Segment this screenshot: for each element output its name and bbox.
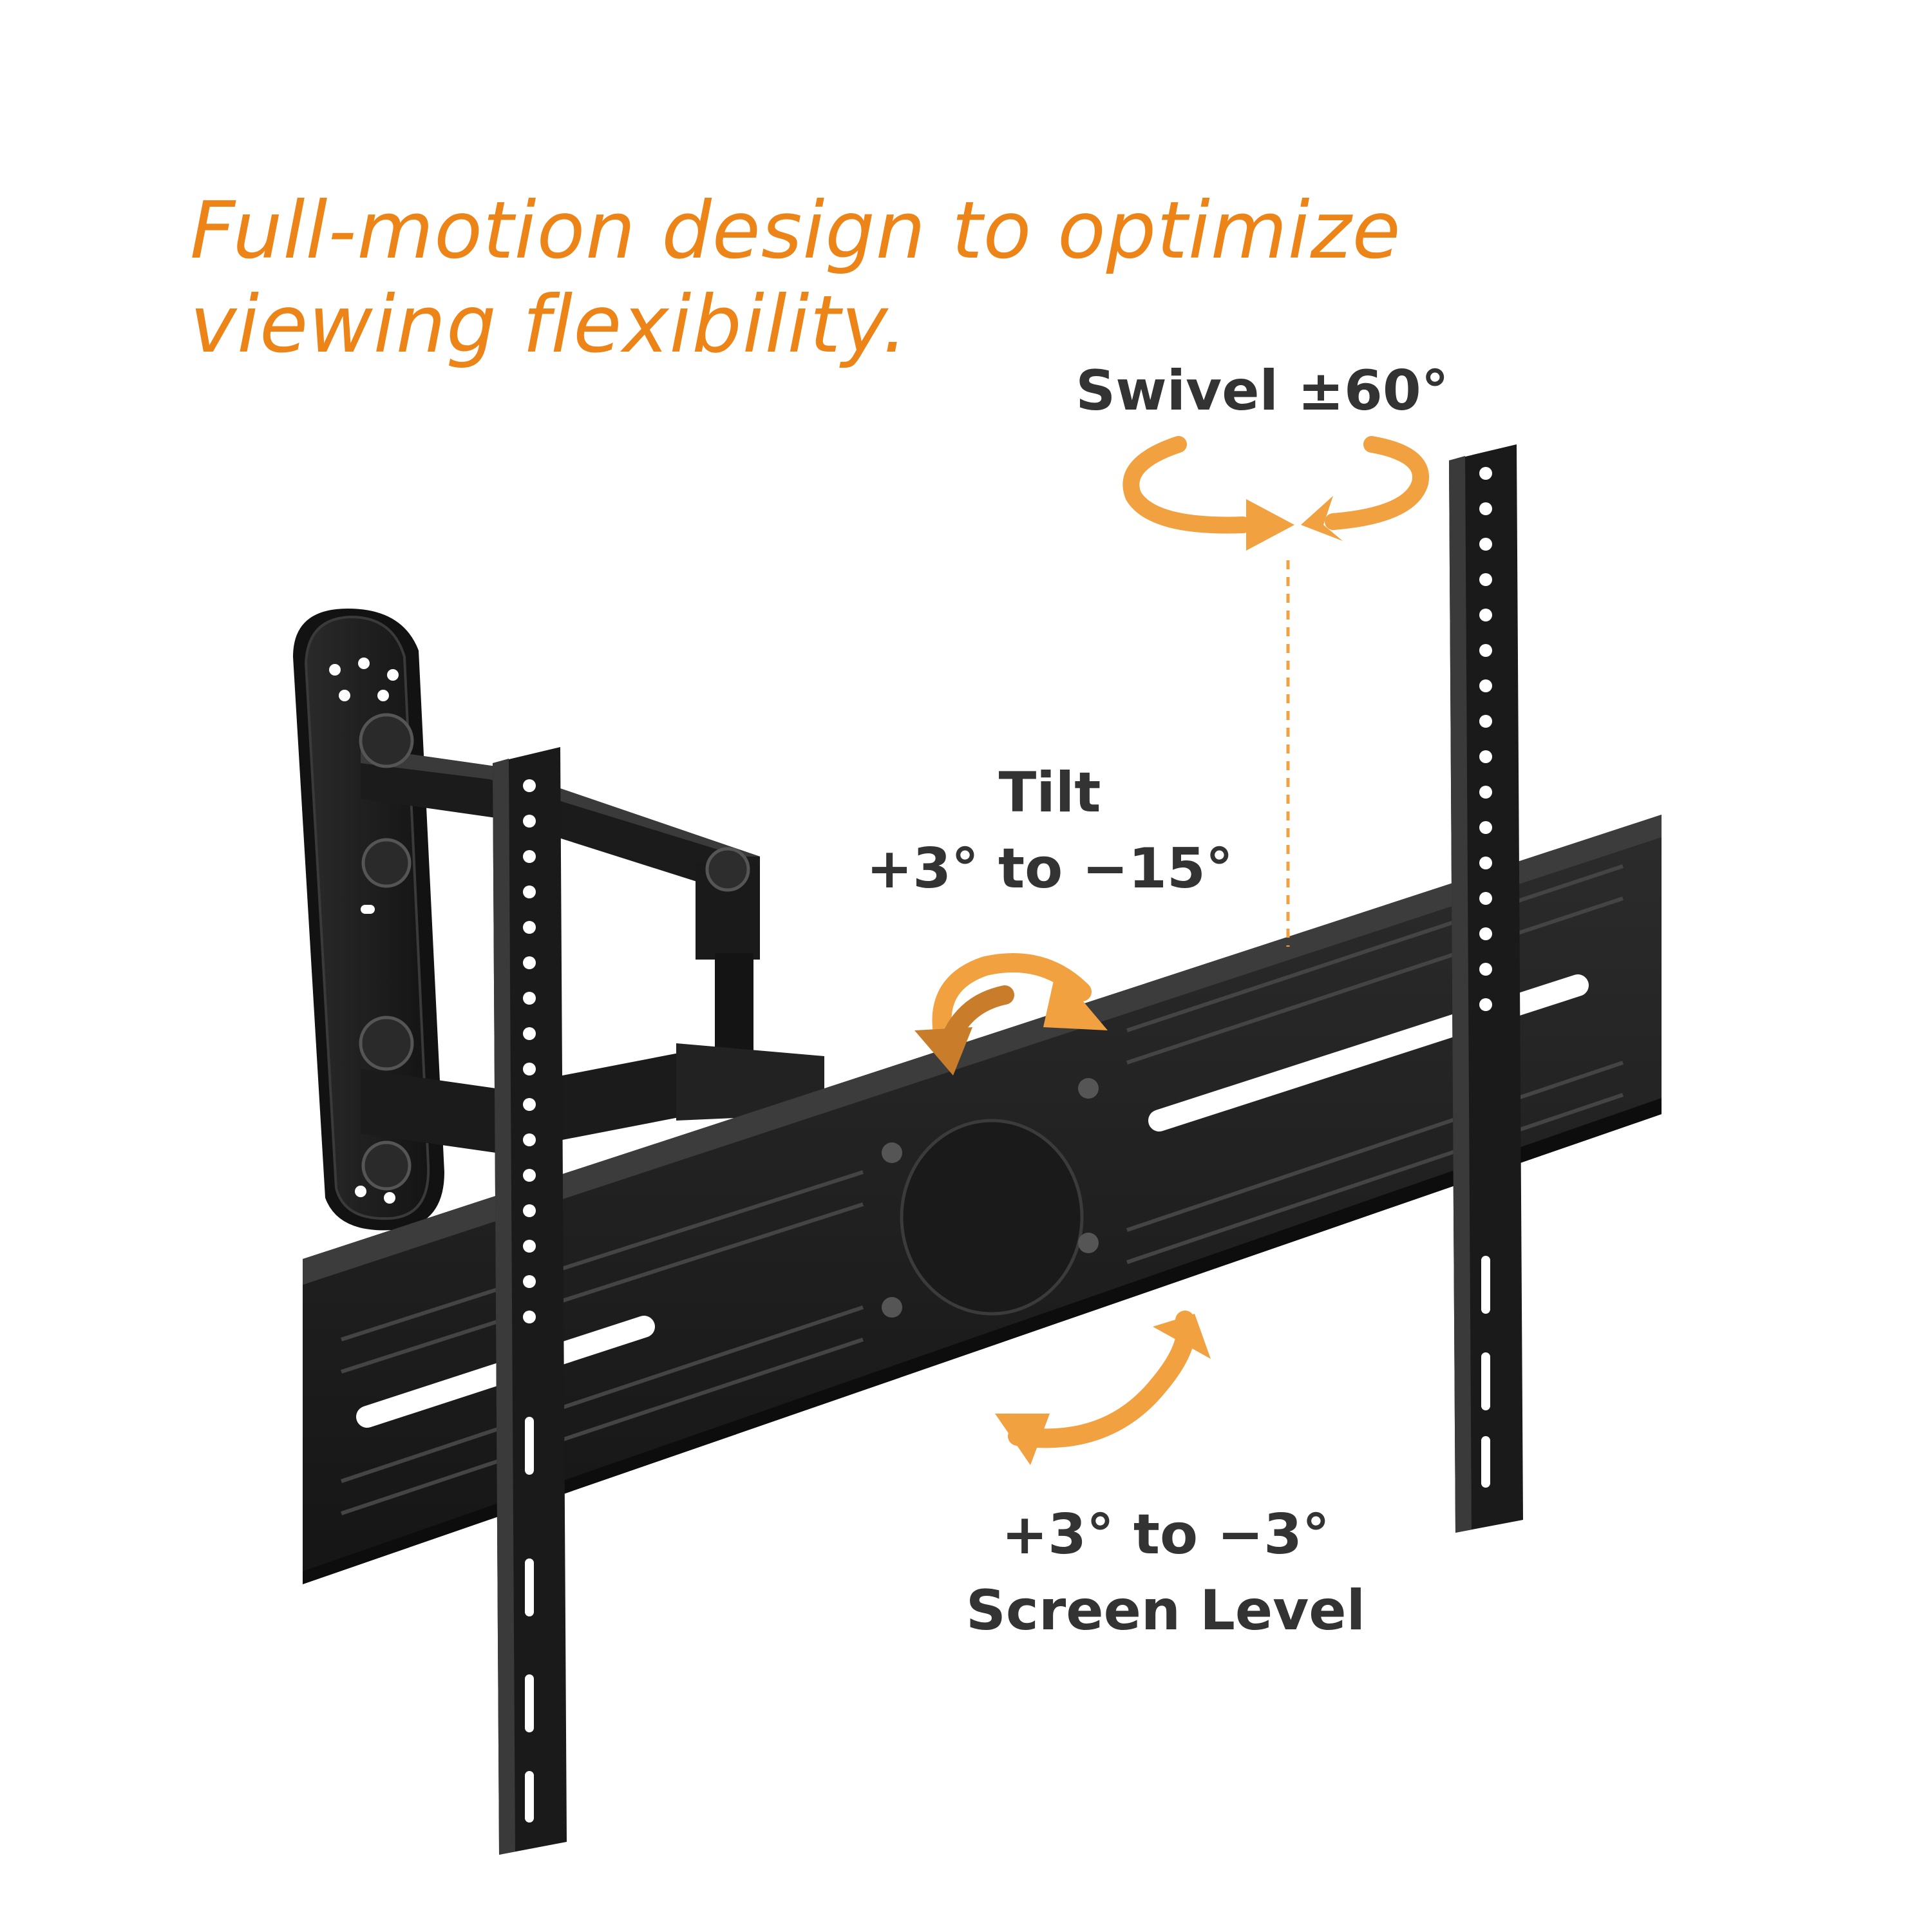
swivel-text: Swivel ±60° [1075, 359, 1449, 423]
swivel-label: Swivel ±60° [1043, 353, 1481, 429]
headline-line-2: viewing flexibility. [190, 279, 908, 370]
swivel-arrow-icon [1122, 436, 1429, 534]
left-vertical-bracket [493, 747, 567, 1855]
tilt-title: Tilt [998, 761, 1101, 825]
level-range: +3° to −3° [1001, 1502, 1330, 1567]
tilt-range: +3° to −15° [866, 837, 1233, 901]
tilt-arrow-icon [914, 953, 1108, 1075]
level-title: Screen Level [965, 1578, 1366, 1643]
horizontal-rail [303, 815, 1662, 1584]
level-arrow-icon [995, 1311, 1211, 1465]
screen-level-label: +3° to −3° Screen Level [902, 1497, 1430, 1649]
headline-line-1: Full-motion design to optimize [190, 185, 1401, 276]
swivel-arrowheads [1246, 496, 1343, 551]
tilt-label: Tilt +3° to −15° [844, 755, 1256, 907]
headline: Full-motion design to optimize viewing f… [190, 184, 1414, 372]
right-vertical-bracket [1449, 444, 1523, 1533]
